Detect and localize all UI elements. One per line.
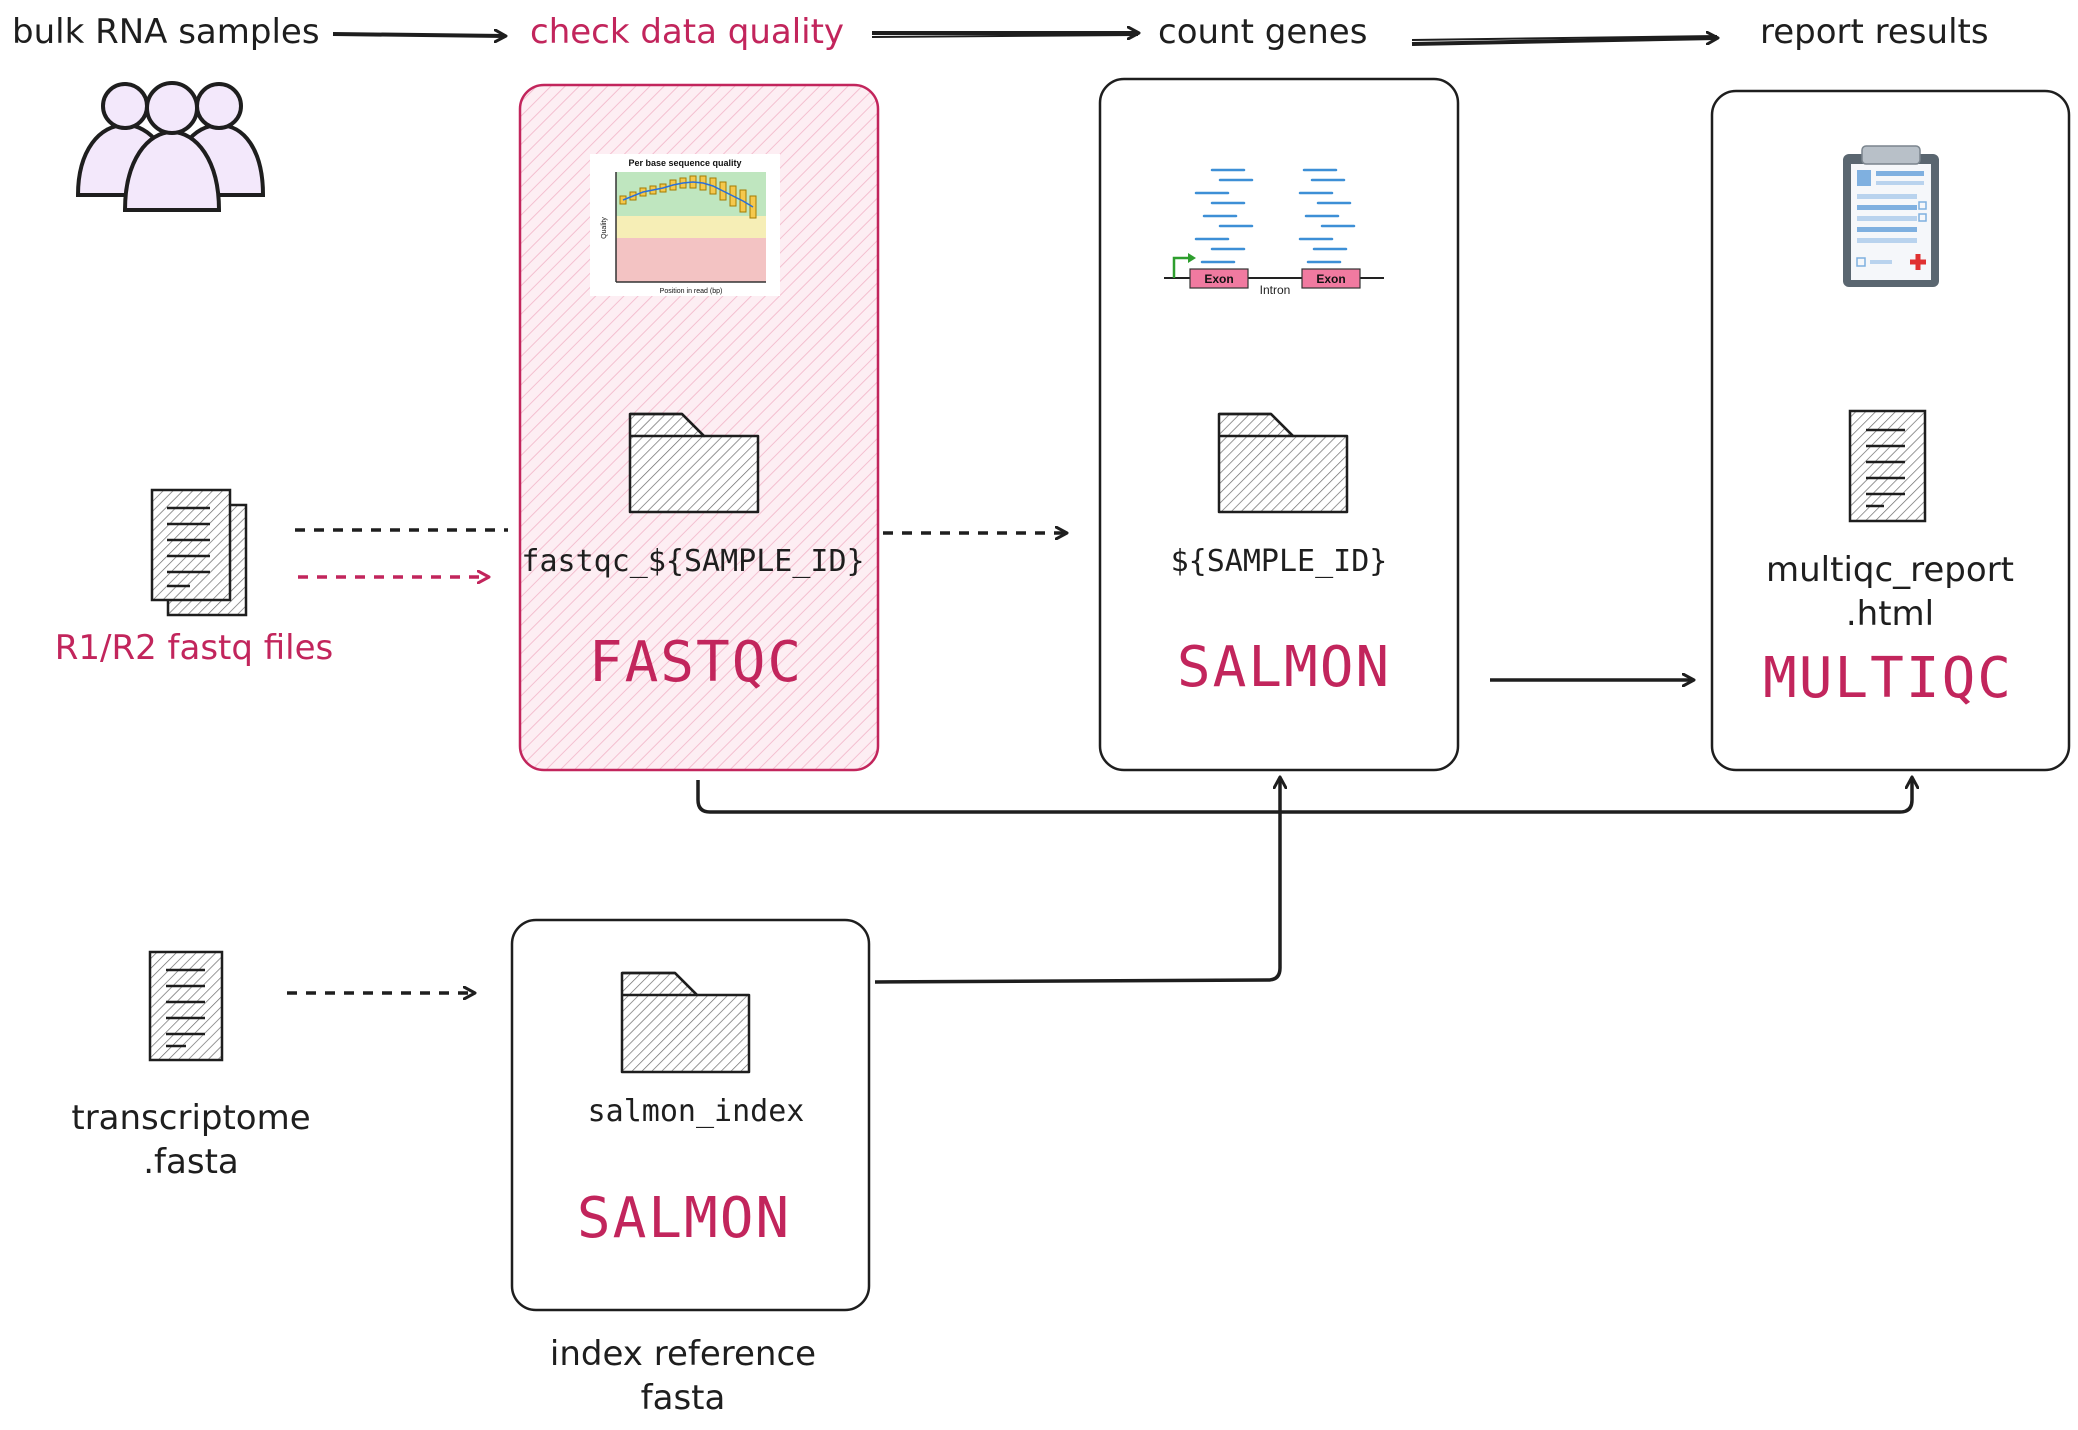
salmon-index-process-name: SALMON [576, 1186, 792, 1251]
arrow-samples-to-quality [332, 34, 505, 36]
step-label-report: report results [1760, 12, 1989, 52]
fastqc-output-label: fastqc_${SAMPLE_ID} [521, 544, 865, 579]
fastq-files-label: R1/R2 fastq files [54, 628, 334, 668]
salmon-index-output-label: salmon_index [587, 1094, 805, 1129]
step-label-quality: check data quality [530, 12, 845, 52]
salmon-output-folder-icon [1217, 412, 1349, 514]
multiqc-process-name: MULTIQC [1762, 646, 2014, 711]
clipboard-icon [1843, 145, 1939, 287]
fastqc-process-name: FASTQC [588, 630, 804, 695]
intron-label: Intron [1260, 283, 1291, 297]
people-icon [75, 81, 266, 212]
qc-plot-ylabel: Quality [601, 217, 608, 239]
arrow-count-to-report [1411, 38, 1717, 46]
exon-1-label: Exon [1204, 272, 1233, 286]
gene-model-illustration: Exon Exon Intron [1164, 168, 1384, 297]
exon-2-label: Exon [1316, 272, 1345, 286]
salmon-output-label: ${SAMPLE_ID} [1170, 544, 1388, 579]
salmon-index-process-box[interactable] [510, 918, 871, 1312]
fasta-file-icon [148, 950, 224, 1062]
salmon-index-folder-icon [620, 971, 751, 1074]
step-label-samples: bulk RNA samples [12, 12, 320, 52]
multiqc-output-label-line1: multiqc_report [1765, 550, 2015, 590]
index-caption-line2: fasta [640, 1378, 726, 1418]
index-caption-line1: index reference [549, 1334, 817, 1374]
qc-plot-title: Per base sequence quality [628, 158, 741, 168]
qc-plot-thumbnail: Per base sequence quality Position in re… [590, 154, 780, 296]
step-label-count: count genes [1158, 12, 1368, 52]
fastq-files-icon [150, 488, 248, 617]
salmon-quant-process-name: SALMON [1176, 635, 1392, 700]
index-to-salmon-connector [874, 778, 1280, 984]
transcriptome-label-line1: transcriptome [71, 1098, 311, 1138]
top-flow-arrows [332, 33, 1717, 46]
fastqc-to-multiqc-connector [696, 778, 1912, 814]
transcriptome-label-line2: .fasta [143, 1142, 239, 1182]
report-file-icon [1848, 409, 1927, 523]
multiqc-output-label-line2: .html [1845, 594, 1935, 634]
qc-plot-xlabel: Position in read (bp) [660, 288, 723, 295]
fastqc-output-folder-icon [628, 412, 760, 514]
